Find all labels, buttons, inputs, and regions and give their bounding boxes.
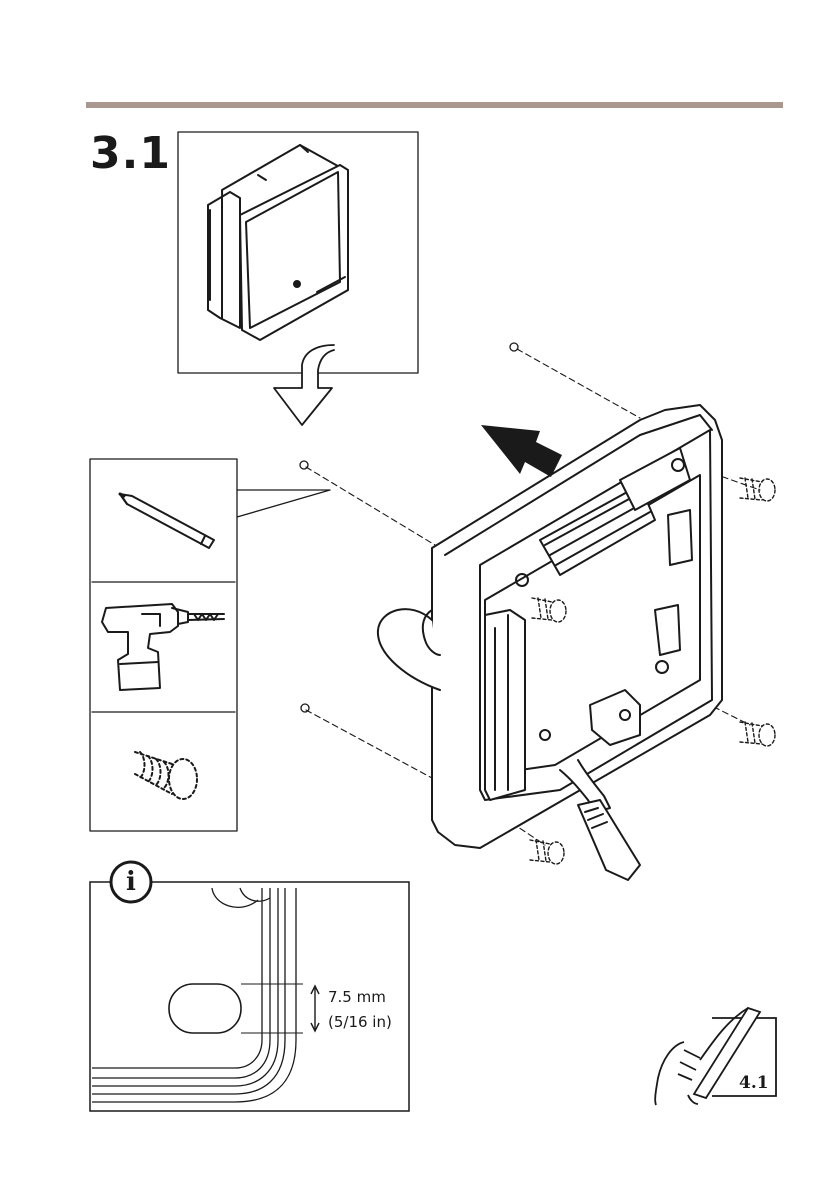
dimension-in: (5/16 in) bbox=[328, 1012, 392, 1033]
next-page-label: 4.1 bbox=[739, 1073, 769, 1093]
direction-arrow-icon bbox=[481, 425, 562, 477]
info-glyph: i bbox=[119, 866, 143, 898]
dimension-mm: 7.5 mm bbox=[328, 987, 386, 1008]
